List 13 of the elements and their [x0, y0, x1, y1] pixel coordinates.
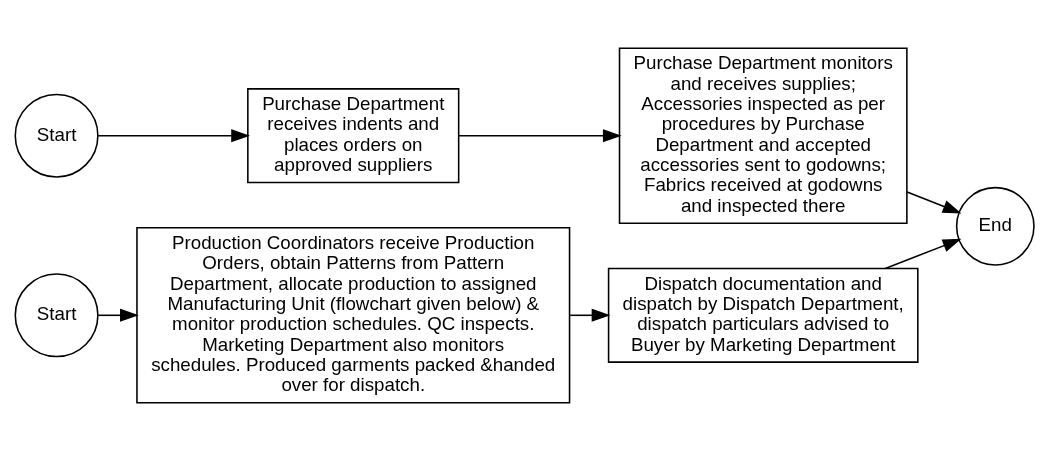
node-circle: End	[955, 186, 1035, 266]
node-box: Production Coordinators receive Production Orders, obtain Patterns from Pattern Department, allocate production to assigned Manufacturing Unit (flowchart given below) & monitor production schedules. QC inspects. Marketing Department also monitors schedules. Produced garments packed &handed over for dispatch.	[136, 226, 571, 404]
arrow	[97, 308, 139, 322]
arrow	[884, 238, 962, 269]
node-box: Purchase Department receives indents and places orders on approved suppliers	[247, 87, 460, 183]
node-circle: Start	[14, 272, 99, 357]
node-circle: Start	[14, 93, 99, 178]
node-box: Dispatch documentation and dispatch by Dispatch Department, dispatch particulars advised to Buyer by Marketing Department	[607, 267, 919, 363]
node-box: Purchase Department monitors and receives supplies; Accessories inspected as per procedures by Purchase Department and accepted accessories sent to godowns; Fabrics received at godowns and inspected there	[618, 46, 908, 224]
arrow	[458, 128, 622, 142]
arrow	[97, 128, 250, 142]
arrow	[906, 190, 962, 213]
arrow	[569, 308, 611, 322]
